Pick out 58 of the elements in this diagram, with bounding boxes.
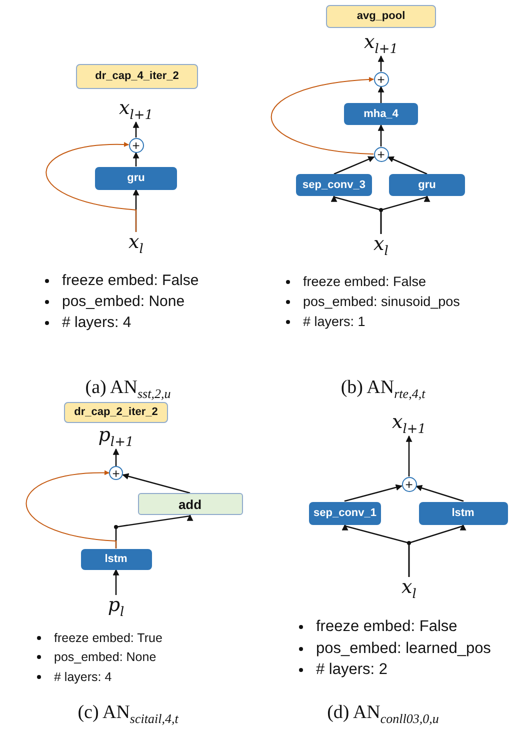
variable-label: p$_{l+1}$ [86,425,146,449]
setting-text: pos_embed: sinusoid_pos [303,294,460,310]
arrow [122,473,191,494]
arrow [378,55,384,72]
sum-circle: + [402,476,416,492]
variable-label: x$_{l}$ [116,232,156,256]
variable-label: x$_{l}$ [361,234,401,258]
arrow [132,121,140,138]
arrow [406,435,412,476]
setting-text: # layers: 4 [62,314,132,332]
arrow [112,568,120,595]
arrow [46,142,136,232]
setting-text: # layers: 2 [316,660,388,680]
variable-label: x$_{l+1}$ [379,412,439,436]
setting-text: freeze embed: True [54,630,162,646]
arrow [270,77,374,154]
sum-circle: + [374,72,388,86]
setting-text: freeze embed: False [62,272,199,290]
setting-text: # layers: 1 [303,314,366,330]
operation-box: mha_4 [344,103,418,125]
setting-text: pos_embed: None [62,293,185,311]
sum-circle: + [128,138,144,152]
output-box: avg_pool [326,4,436,28]
arrow [387,156,428,175]
caption: (d) AN$_{conll03,0,u}$ [327,702,439,728]
arrow [380,195,430,234]
arrow [378,86,384,103]
operation-box: lstm [418,502,508,524]
operation-box: lstm [80,548,152,570]
arrow [344,484,402,502]
variable-label: x$_{l+1}$ [106,98,166,122]
variable-label: x$_{l+1}$ [351,32,411,56]
caption: (a) AN$_{sst,2,u}$ [85,376,171,402]
variable-label: p$_{l}$ [96,595,136,619]
arrow [132,152,140,166]
setting-text: freeze embed: False [303,274,426,290]
setting-text: # layers: 4 [54,670,112,684]
arrow [112,448,120,466]
arrow [416,484,464,502]
operation-box: sep_conv_1 [309,502,381,524]
setting-text: pos_embed: None [54,650,156,664]
caption: (c) AN$_{scitail,4,t}$ [78,702,178,728]
arrow [408,524,466,577]
setting-text: freeze embed: False [316,618,458,636]
operation-box: gru [95,166,177,190]
arrow [26,470,116,549]
setting-text: pos_embed: learned_pos [316,640,491,658]
operation-box: sep_conv_3 [296,174,372,196]
arrow [333,156,375,175]
sum-circle: + [109,466,123,480]
variable-label: x$_{l}$ [389,577,429,601]
output-box: dr_cap_2_iter_2 [64,402,168,422]
sum-circle: + [374,146,388,162]
caption: (b) AN$_{rte,4,t}$ [340,376,426,402]
operation-box: gru [389,174,465,196]
operation-box: add [138,493,242,515]
output-box: dr_cap_4_iter_2 [76,64,198,88]
arrow [378,124,384,146]
